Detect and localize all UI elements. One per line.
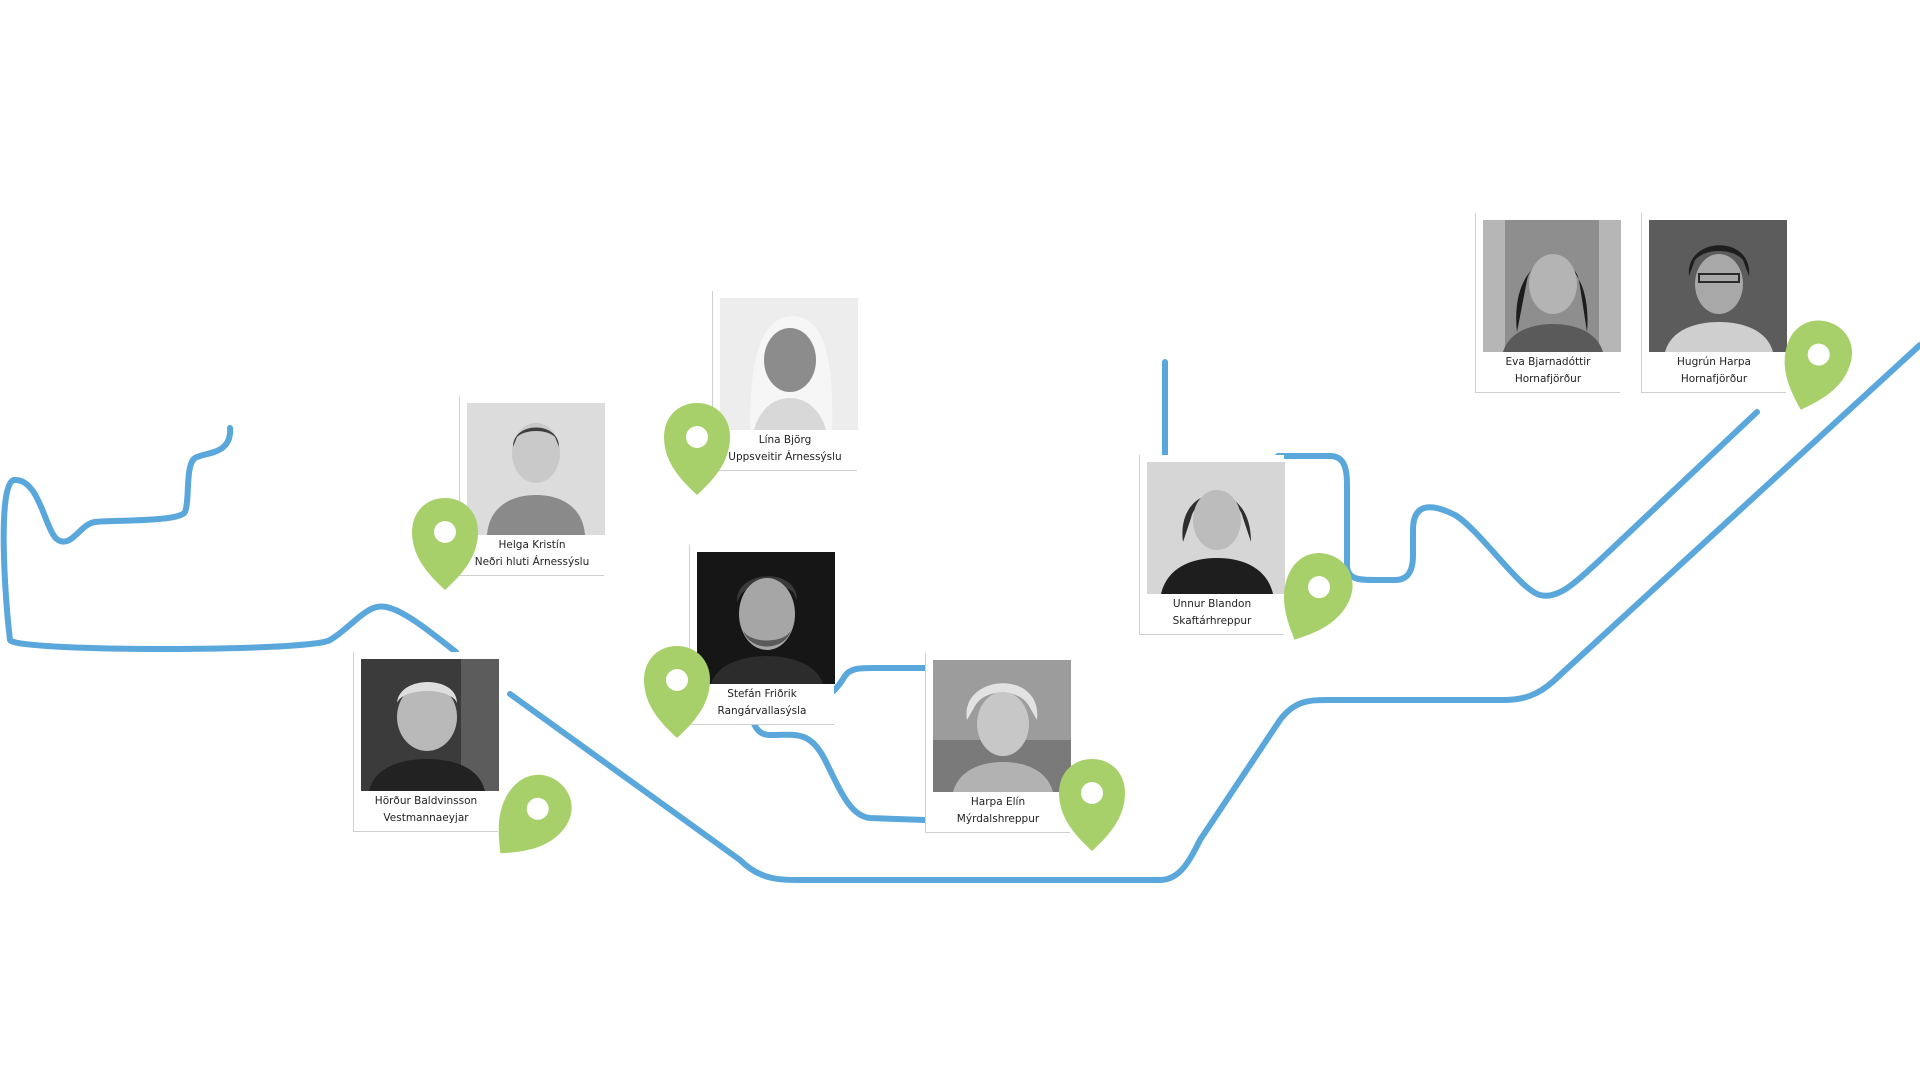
map-pin-icon[interactable] — [472, 759, 587, 878]
person-card[interactable]: Stefán Friðrik Rangárvallasýsla — [689, 545, 835, 725]
person-region: Neðri hluti Árnessýslu — [474, 556, 590, 568]
person-name: Lína Björg — [758, 434, 812, 446]
person-name: Eva Bjarnadóttir — [1505, 356, 1591, 368]
person-name: Harpa Elín — [970, 796, 1026, 808]
person-region: Hornafjörður — [1680, 373, 1748, 385]
route-line-east-2 — [1275, 409, 1760, 599]
person-name: Hörður Baldvinsson — [374, 795, 478, 807]
map-pin-icon[interactable] — [1767, 310, 1863, 423]
person-region: Rangárvallasýsla — [717, 705, 807, 717]
map-pin-icon[interactable] — [410, 496, 480, 592]
portrait-icon — [933, 660, 1071, 792]
map-pin-icon[interactable] — [1057, 757, 1127, 853]
portrait-icon — [720, 298, 858, 430]
person-caption: Helga Kristín Neðri hluti Árnessýslu — [460, 537, 604, 571]
person-name: Stefán Friðrik — [727, 688, 797, 700]
person-name: Unnur Blandon — [1172, 598, 1252, 610]
person-caption: Hörður Baldvinsson Vestmannaeyjar — [354, 793, 498, 827]
person-region: Uppsveitir Árnessýslu — [728, 451, 842, 463]
person-card[interactable]: Unnur Blandon Skaftárhreppur — [1139, 455, 1285, 635]
route-line-inland-2 — [748, 697, 928, 823]
person-caption: Lína Björg Uppsveitir Árnessýslu — [713, 432, 857, 466]
map-pin-icon[interactable] — [642, 644, 712, 740]
person-region: Vestmannaeyjar — [383, 812, 469, 824]
portrait-icon — [1483, 220, 1621, 352]
route-line-coast — [0, 425, 459, 655]
map-pin-icon[interactable] — [662, 401, 732, 497]
portrait-icon — [1649, 220, 1787, 352]
person-card[interactable]: Harpa Elín Mýrdalshreppur — [925, 653, 1071, 833]
person-card[interactable]: Helga Kristín Neðri hluti Árnessýslu — [459, 396, 605, 576]
person-region: Mýrdalshreppur — [956, 813, 1040, 825]
person-caption: Hugrún Harpa Hornafjörður — [1642, 354, 1786, 388]
person-card[interactable]: Lína Björg Uppsveitir Árnessýslu — [712, 291, 858, 471]
person-card[interactable]: Eva Bjarnadóttir Hornafjörður — [1475, 213, 1621, 393]
portrait-icon — [361, 659, 499, 791]
portrait-icon — [1147, 462, 1285, 594]
portrait-icon — [697, 552, 835, 684]
person-card[interactable]: Hörður Baldvinsson Vestmannaeyjar — [353, 652, 499, 832]
person-caption: Harpa Elín Mýrdalshreppur — [926, 794, 1070, 828]
portrait-icon — [467, 403, 605, 535]
person-name: Hugrún Harpa — [1677, 356, 1751, 368]
person-card[interactable]: Hugrún Harpa Hornafjörður — [1641, 213, 1787, 393]
person-region: Hornafjörður — [1514, 373, 1582, 385]
person-caption: Eva Bjarnadóttir Hornafjörður — [1476, 354, 1620, 388]
person-caption: Unnur Blandon Skaftárhreppur — [1140, 596, 1284, 630]
person-name: Helga Kristín — [498, 539, 566, 551]
person-region: Skaftárhreppur — [1172, 615, 1252, 627]
person-caption: Stefán Friðrik Rangárvallasýsla — [690, 686, 834, 720]
map-pin-icon[interactable] — [1262, 540, 1366, 657]
route-line-main — [507, 342, 1920, 883]
